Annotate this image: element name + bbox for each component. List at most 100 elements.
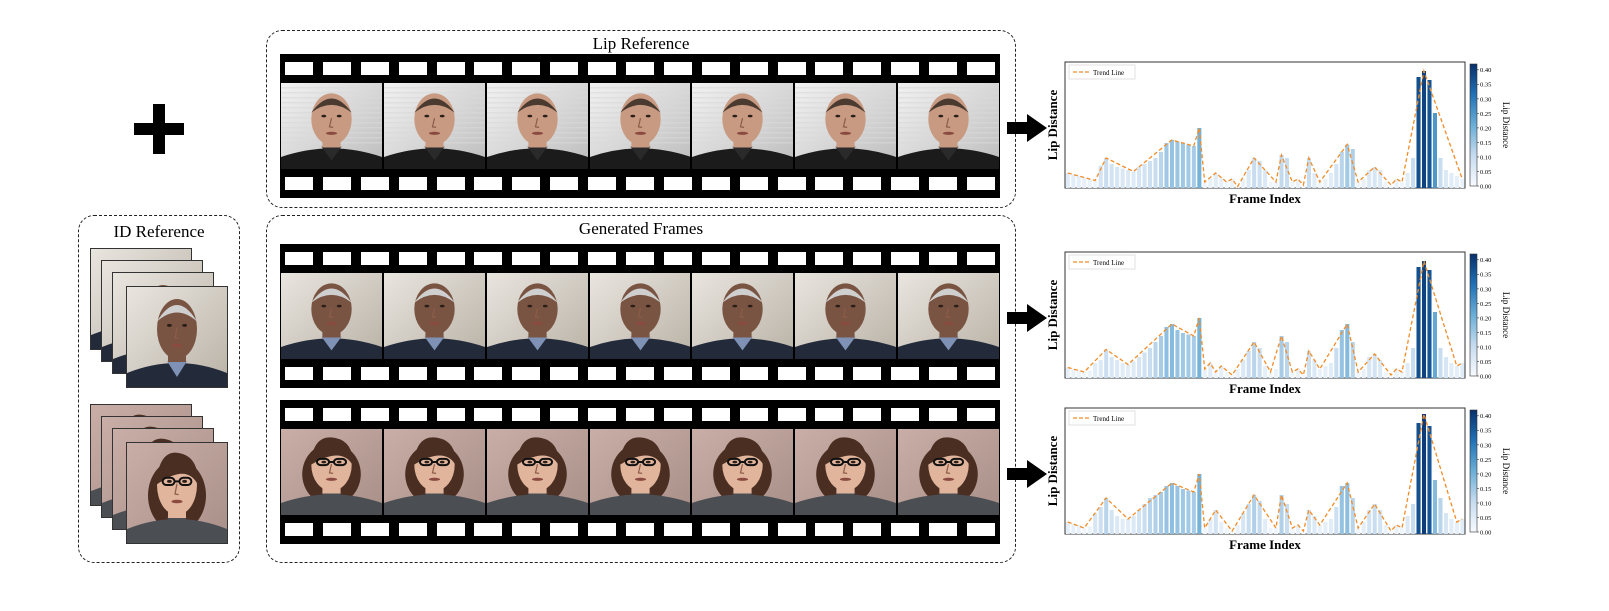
- colorbar-tick-label: 0.10: [1480, 154, 1491, 161]
- lip-distance-bar: [1257, 161, 1262, 188]
- lip-distance-bar: [1082, 372, 1087, 378]
- lip-distance-bar: [1460, 179, 1465, 188]
- film-perforation: [436, 367, 465, 380]
- lip-distance-bar: [1158, 152, 1164, 188]
- film-perforation: [512, 252, 541, 265]
- lip-reference-frame: [589, 83, 691, 169]
- film-perforation: [929, 177, 958, 190]
- lip-distance-bar: [1449, 519, 1454, 534]
- generated-filmstrip-woman: [280, 400, 1000, 544]
- lip-distance-bar: [1394, 369, 1399, 378]
- lip-distance-bar: [1405, 363, 1410, 378]
- lip-distance-bar: [1126, 519, 1131, 534]
- y-axis-label: Lip Distance: [1045, 436, 1060, 507]
- colorbar-tick-label: 0.05: [1480, 169, 1491, 176]
- film-perforation: [512, 408, 541, 421]
- lip-distance-bar: [1449, 173, 1454, 188]
- x-axis-label: Frame Index: [1229, 537, 1301, 552]
- lip-distance-bar: [1356, 372, 1361, 378]
- lip-distance-bar: [1372, 504, 1377, 534]
- lip-distance-bar: [1274, 528, 1279, 534]
- lip-distance-bar: [1367, 357, 1372, 378]
- lip-distance-bar: [1115, 167, 1120, 188]
- generated-woman-frame: [281, 429, 382, 515]
- lip-distance-bar: [1213, 173, 1218, 188]
- lip-distance-bar: [1197, 128, 1202, 188]
- legend-label: Trend Line: [1093, 69, 1124, 77]
- lip-distance-bar: [1301, 375, 1306, 378]
- film-perforation: [853, 523, 882, 536]
- film-perforation: [588, 62, 617, 75]
- lip-distance-bar: [1284, 504, 1290, 534]
- lip-distance-bar: [1350, 342, 1355, 378]
- plot-frame: [1064, 251, 1466, 379]
- lip-distance-bar: [1175, 330, 1180, 378]
- film-perforation: [284, 523, 313, 536]
- film-perforation: [853, 252, 882, 265]
- lip-distance-bar: [1230, 531, 1235, 534]
- film-perforation: [663, 367, 692, 380]
- lip-distance-bar: [1164, 327, 1169, 378]
- film-perforation: [398, 177, 427, 190]
- film-perforation: [550, 523, 579, 536]
- lip-distance-bar: [1180, 489, 1185, 534]
- lip-distance-bar: [1257, 348, 1262, 378]
- lip-distance-bar: [1460, 363, 1465, 378]
- film-perforation: [436, 408, 465, 421]
- colorbar-tick-label: 0.05: [1480, 359, 1491, 366]
- lip-distance-bar: [1317, 525, 1322, 534]
- lip-distance-bar: [1378, 510, 1383, 534]
- film-perforation: [588, 408, 617, 421]
- film-perforation: [701, 177, 730, 190]
- film-perforation: [815, 408, 844, 421]
- lip-distance-bar: [1197, 474, 1202, 534]
- lip-distance-bar: [1241, 179, 1246, 188]
- film-perforation: [701, 252, 730, 265]
- film-perforation: [701, 367, 730, 380]
- film-perforation: [284, 252, 313, 265]
- lip-distance-bar: [1235, 525, 1240, 534]
- colorbar-tick-label: 0.00: [1480, 183, 1491, 190]
- lip-distance-bar: [1279, 336, 1284, 378]
- lip-distance-bar: [1208, 363, 1213, 378]
- lip-distance-bar: [1093, 513, 1098, 534]
- lip-distance-bar: [1158, 492, 1164, 534]
- lip-distance-bar: [1087, 370, 1092, 378]
- lip-distance-bar: [1230, 179, 1235, 188]
- plus-icon: [134, 104, 184, 154]
- lip-distance-bar: [1432, 113, 1438, 188]
- lip-distance-bar: [1186, 144, 1191, 188]
- colorbar-tick-label: 0.40: [1480, 67, 1491, 74]
- lip-reference-frame: [795, 83, 897, 169]
- trend-line: [1067, 413, 1463, 533]
- film-perforation: [777, 408, 806, 421]
- lip-distance-bar: [1246, 351, 1251, 378]
- film-perforation: [398, 62, 427, 75]
- lip-distance-bar: [1350, 149, 1355, 188]
- lip-distance-bar: [1367, 170, 1372, 188]
- lip-distance-bar: [1416, 77, 1421, 188]
- lip-distance-bar: [1131, 516, 1136, 534]
- film-perforation: [512, 367, 541, 380]
- lip-distance-bar: [1405, 173, 1410, 188]
- film-perforation: [360, 523, 389, 536]
- lip-distance-bar: [1411, 348, 1416, 378]
- film-perforation: [853, 62, 882, 75]
- lip-distance-bar: [1290, 182, 1295, 188]
- y-axis-label: Lip Distance: [1045, 280, 1060, 351]
- film-perforation: [739, 408, 768, 421]
- id-reference-title: ID Reference: [113, 222, 205, 241]
- lip-distance-bar: [1235, 369, 1240, 378]
- lip-distance-bar: [1087, 179, 1092, 188]
- colorbar-tick-label: 0.10: [1480, 344, 1491, 351]
- lip-distance-bar: [1230, 375, 1235, 378]
- id-reference-image: [126, 286, 228, 388]
- lip-distance-bar: [1071, 174, 1076, 188]
- colorbar-tick-label: 0.15: [1480, 140, 1491, 147]
- film-perforation: [322, 523, 351, 536]
- plot-frame: [1064, 61, 1466, 189]
- lip-distance-bar: [1284, 158, 1290, 188]
- lip-distance-bar: [1186, 334, 1191, 378]
- lip-distance-bar: [1115, 360, 1120, 378]
